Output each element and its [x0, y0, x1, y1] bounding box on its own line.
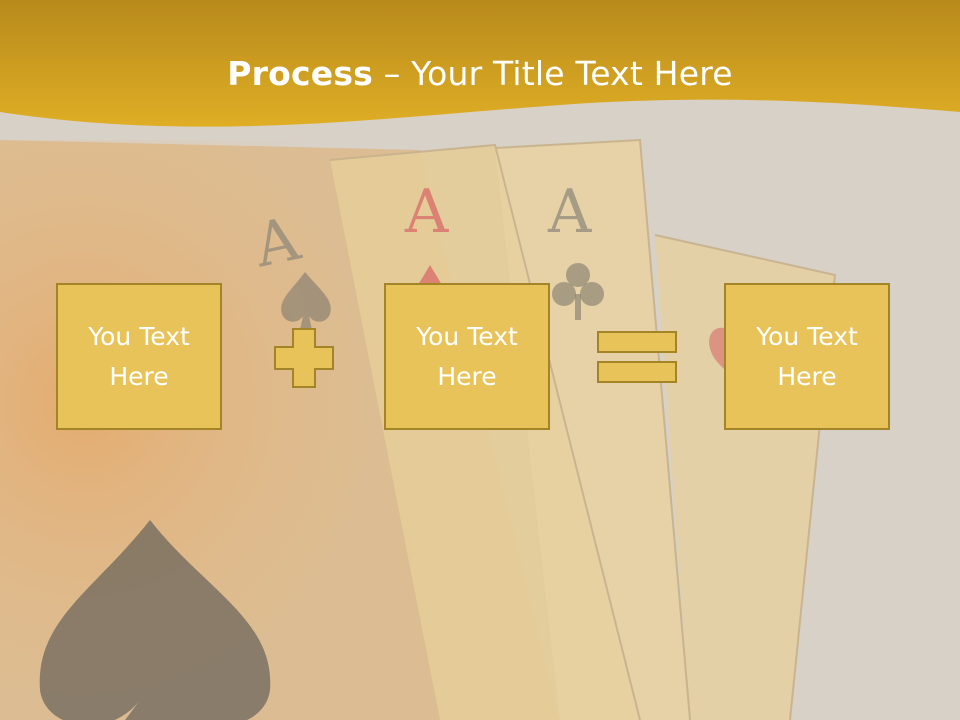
process-box-2-text: You Text Here	[416, 321, 518, 391]
process-box-1-text: You Text Here	[88, 321, 190, 391]
process-box-2[interactable]: You Text Here	[384, 283, 550, 430]
svg-text:A: A	[404, 177, 449, 247]
process-box-3[interactable]: You Text Here	[724, 283, 890, 430]
svg-text:A: A	[547, 177, 592, 247]
equals-icon	[597, 331, 677, 383]
slide-title: Process – Your Title Text Here	[0, 54, 960, 93]
plus-icon	[274, 328, 334, 388]
title-rest: – Your Title Text Here	[373, 54, 733, 93]
process-box-1[interactable]: You Text Here	[56, 283, 222, 430]
process-box-3-text: You Text Here	[756, 321, 858, 391]
title-bold: Process	[227, 54, 374, 93]
